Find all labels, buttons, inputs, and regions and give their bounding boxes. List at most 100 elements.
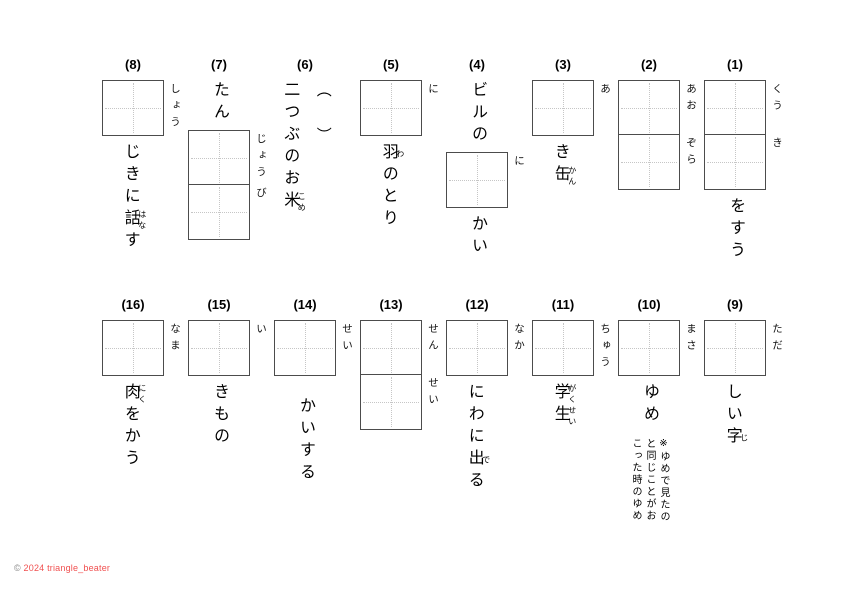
- text-segment: かい: [469, 215, 486, 259]
- problem-1: (1)くうきをすう: [692, 57, 783, 266]
- problem-body: なま肉にくをかう: [102, 318, 181, 474]
- box-furigana: くう: [771, 83, 783, 116]
- answer-box[interactable]: [188, 130, 250, 186]
- ruby-segment: 学がく: [551, 383, 577, 405]
- answer-box-group: あおぞら: [618, 80, 697, 191]
- problem-body: あき缶かん: [532, 78, 611, 190]
- reading-answer-parens[interactable]: （）: [314, 82, 332, 142]
- problem-body: まさゆめ※ゆめで見たのと同じことがおこった時のゆめ: [618, 318, 697, 523]
- problem-main: あき缶かん: [532, 78, 611, 190]
- answer-box[interactable]: [102, 80, 164, 136]
- answer-box[interactable]: [188, 184, 250, 241]
- problem-9: (9) ただしい字じ: [692, 297, 783, 523]
- box-furigana: き: [771, 137, 783, 154]
- paren-open: （: [314, 82, 332, 97]
- problem-main: ちゅう学がく生せい: [532, 318, 611, 430]
- problem-5: (5)に羽わのとり: [348, 57, 439, 266]
- problem-14: (14)せいかいする: [262, 297, 353, 523]
- answer-box[interactable]: [532, 80, 594, 136]
- clue-text: きもの: [209, 383, 229, 449]
- answer-box[interactable]: [704, 134, 766, 191]
- answer-box-group: に: [446, 152, 525, 208]
- problem-number: (4): [469, 57, 485, 72]
- text-segment: しい: [723, 383, 741, 427]
- copyright-symbol: ©: [14, 563, 21, 573]
- box-furigana: び: [255, 187, 267, 204]
- answer-box[interactable]: [618, 134, 680, 191]
- problem-11: (11)ちゅう学がく生せい: [520, 297, 611, 523]
- clue-text: 二つぶのお米こめ: [279, 81, 306, 213]
- answer-box[interactable]: [446, 320, 508, 376]
- answer-box[interactable]: [360, 80, 422, 136]
- furigana: がく: [567, 383, 577, 405]
- clue-text: かい: [467, 215, 487, 259]
- problem-number: (11): [551, 297, 575, 312]
- answer-box[interactable]: [532, 320, 594, 376]
- problem-16: (16)なま肉にくをかう: [90, 297, 181, 523]
- problem-main: 二つぶのお米こめ: [279, 78, 306, 216]
- problem-main: に羽わのとり: [360, 78, 439, 234]
- answer-box-group: まさ: [618, 320, 697, 376]
- furigana: こめ: [297, 191, 307, 213]
- box-furigana: なか: [513, 323, 525, 356]
- problem-number: (12): [465, 297, 489, 312]
- problem-body: に羽わのとり: [360, 78, 439, 234]
- problem-main: せいかいする: [274, 318, 353, 488]
- problem-body: せいかいする: [274, 318, 353, 488]
- problem-body: なかにわに出でる: [446, 318, 525, 496]
- furigana: はな: [137, 209, 147, 231]
- text-segment: る: [465, 471, 483, 493]
- answer-box[interactable]: [274, 320, 336, 376]
- text-segment: をかう: [121, 405, 139, 471]
- row-1: (1)くうきをすう(2)あおぞら(3)あき缶かん(4)ビルのにかい(5)に羽わの…: [90, 57, 783, 266]
- problem-13: (13)せんせい: [348, 297, 439, 523]
- answer-box-group: じょうび: [188, 130, 267, 241]
- furigana: にく: [137, 383, 147, 405]
- answer-box[interactable]: [102, 320, 164, 376]
- clue-text: 肉にくをかう: [120, 383, 147, 471]
- clue-text: をすう: [725, 197, 745, 263]
- copyright-text: 2024 triangle_beater: [23, 563, 111, 573]
- answer-box[interactable]: [360, 320, 422, 376]
- answer-box-group: なま: [102, 320, 181, 376]
- answer-box[interactable]: [704, 80, 766, 136]
- problem-6: (6)二つぶのお米こめ（）: [262, 57, 348, 266]
- text-segment: をすう: [727, 197, 744, 264]
- row-2: (9)ただしい字じ(10)まさゆめ※ゆめで見たのと同じことがおこった時のゆめ(1…: [90, 297, 783, 523]
- answer-box[interactable]: [618, 80, 680, 136]
- problem-body: せんせい: [360, 318, 439, 434]
- problem-number: (9): [727, 297, 743, 312]
- box-furigana: あ: [599, 83, 611, 100]
- answer-box[interactable]: [704, 320, 766, 376]
- text-segment: のとり: [379, 165, 397, 231]
- ruby-segment: 羽わ: [379, 143, 405, 165]
- ruby-segment: 米こめ: [281, 191, 307, 213]
- answer-box-group: しょう: [102, 80, 181, 136]
- text-segment: きもの: [211, 383, 228, 449]
- answer-box-group: ちゅう: [532, 320, 611, 376]
- problem-main: たんじょうび: [188, 78, 267, 244]
- note-text: ※ゆめで見たのと同じことがおこった時のゆめ: [630, 438, 669, 523]
- furigana: わ: [395, 143, 405, 165]
- problem-number: (7): [211, 57, 227, 72]
- answer-box[interactable]: [446, 152, 508, 208]
- box-furigana: じょう: [255, 133, 267, 183]
- box-furigana: せん: [427, 323, 439, 356]
- answer-box-group: あ: [532, 80, 611, 136]
- clue-text: たん: [209, 81, 229, 125]
- problem-body: いきもの: [188, 318, 267, 452]
- problem-main: なま肉にくをかう: [102, 318, 181, 474]
- problem-body: しょうじきに話はなす: [102, 78, 181, 256]
- problem-body: ただしい字じ: [704, 318, 783, 452]
- answer-box-group: に: [360, 80, 439, 136]
- ruby-segment: 缶かん: [551, 165, 577, 187]
- problem-7: (7) たんじょうび: [176, 57, 267, 266]
- answer-box[interactable]: [188, 320, 250, 376]
- problem-12: (12) なかにわに出でる: [434, 297, 525, 523]
- box-furigana: まさ: [685, 323, 697, 356]
- ruby-segment: 話はな: [121, 209, 147, 231]
- answer-box[interactable]: [618, 320, 680, 376]
- problem-15: (15)いきもの: [176, 297, 267, 523]
- answer-box[interactable]: [360, 374, 422, 431]
- answer-box-group: い: [188, 320, 267, 376]
